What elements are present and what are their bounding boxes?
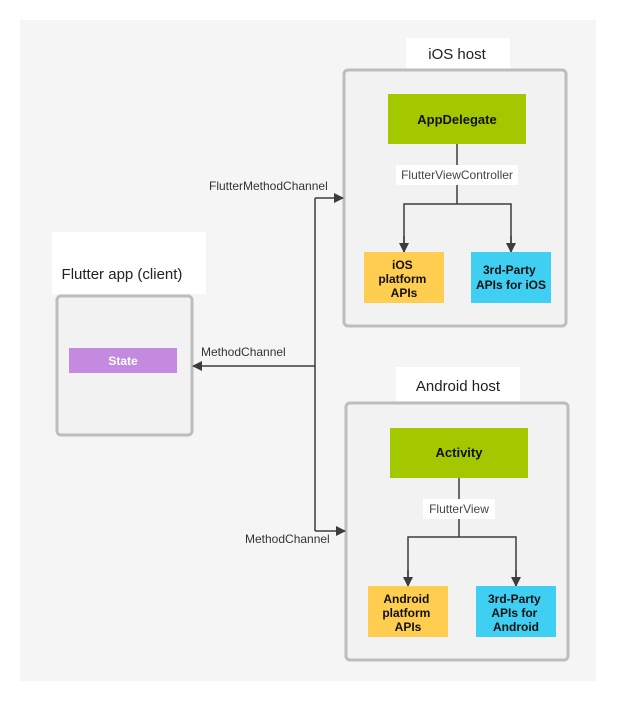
client-method-channel-label: MethodChannel bbox=[201, 345, 286, 359]
android-method-channel-label: MethodChannel bbox=[245, 532, 330, 546]
ios-third-party-apis-line-2: APIs for iOS bbox=[476, 278, 546, 292]
android-platform-apis-line-3: APIs bbox=[395, 620, 422, 634]
ios-third-party-apis-label: 3rd-Party APIs for iOS bbox=[476, 263, 546, 292]
android-host-title: Android host bbox=[416, 378, 501, 395]
android-platform-apis-box bbox=[368, 586, 448, 637]
flutter-view-label: FlutterView bbox=[429, 502, 489, 516]
app-delegate-box bbox=[388, 94, 526, 144]
ios-host-title-bg bbox=[406, 38, 510, 72]
flutter-app-title: Flutter app (client) bbox=[62, 266, 183, 283]
activity-box bbox=[390, 428, 528, 478]
android-third-party-apis-label: 3rd-Party APIs for Android bbox=[488, 592, 544, 634]
flutter-view-controller-label: FlutterViewController bbox=[401, 168, 513, 182]
android-third-party-apis-line-3: Android bbox=[493, 620, 539, 634]
android-third-party-apis-box bbox=[476, 586, 556, 637]
state-box bbox=[69, 348, 177, 373]
flutter-method-channel-label: FlutterMethodChannel bbox=[209, 179, 328, 193]
activity-label: Activity bbox=[436, 445, 484, 460]
android-platform-apis-line-2: platform bbox=[382, 606, 430, 620]
android-third-party-apis-line-2: APIs for bbox=[491, 606, 537, 620]
flutter-view-label-bg bbox=[423, 499, 495, 519]
ios-platform-apis-box bbox=[364, 252, 444, 303]
ios-platform-apis-line-1: iOS bbox=[392, 258, 413, 272]
ios-platform-apis-line-3: APIs bbox=[391, 286, 418, 300]
ios-host-title: iOS host bbox=[428, 46, 486, 63]
android-third-party-apis-line-1: 3rd-Party bbox=[488, 592, 541, 606]
ios-third-party-apis-box bbox=[471, 252, 551, 303]
state-label: State bbox=[108, 354, 138, 368]
app-delegate-label: AppDelegate bbox=[417, 112, 496, 127]
ios-third-party-apis-line-1: 3rd-Party bbox=[483, 263, 536, 277]
ios-platform-apis-label: iOS platform APIs bbox=[378, 258, 429, 300]
flutter-view-controller-label-bg bbox=[396, 165, 518, 185]
android-platform-apis-label: Android platform APIs bbox=[382, 592, 433, 634]
android-branch-line bbox=[407, 536, 517, 586]
android-platform-apis-line-1: Android bbox=[383, 592, 429, 606]
android-host-title-bg bbox=[396, 367, 520, 401]
ios-branch-line bbox=[403, 203, 512, 252]
ios-platform-apis-line-2: platform bbox=[378, 272, 426, 286]
flutter-app-title-bg bbox=[52, 232, 206, 294]
